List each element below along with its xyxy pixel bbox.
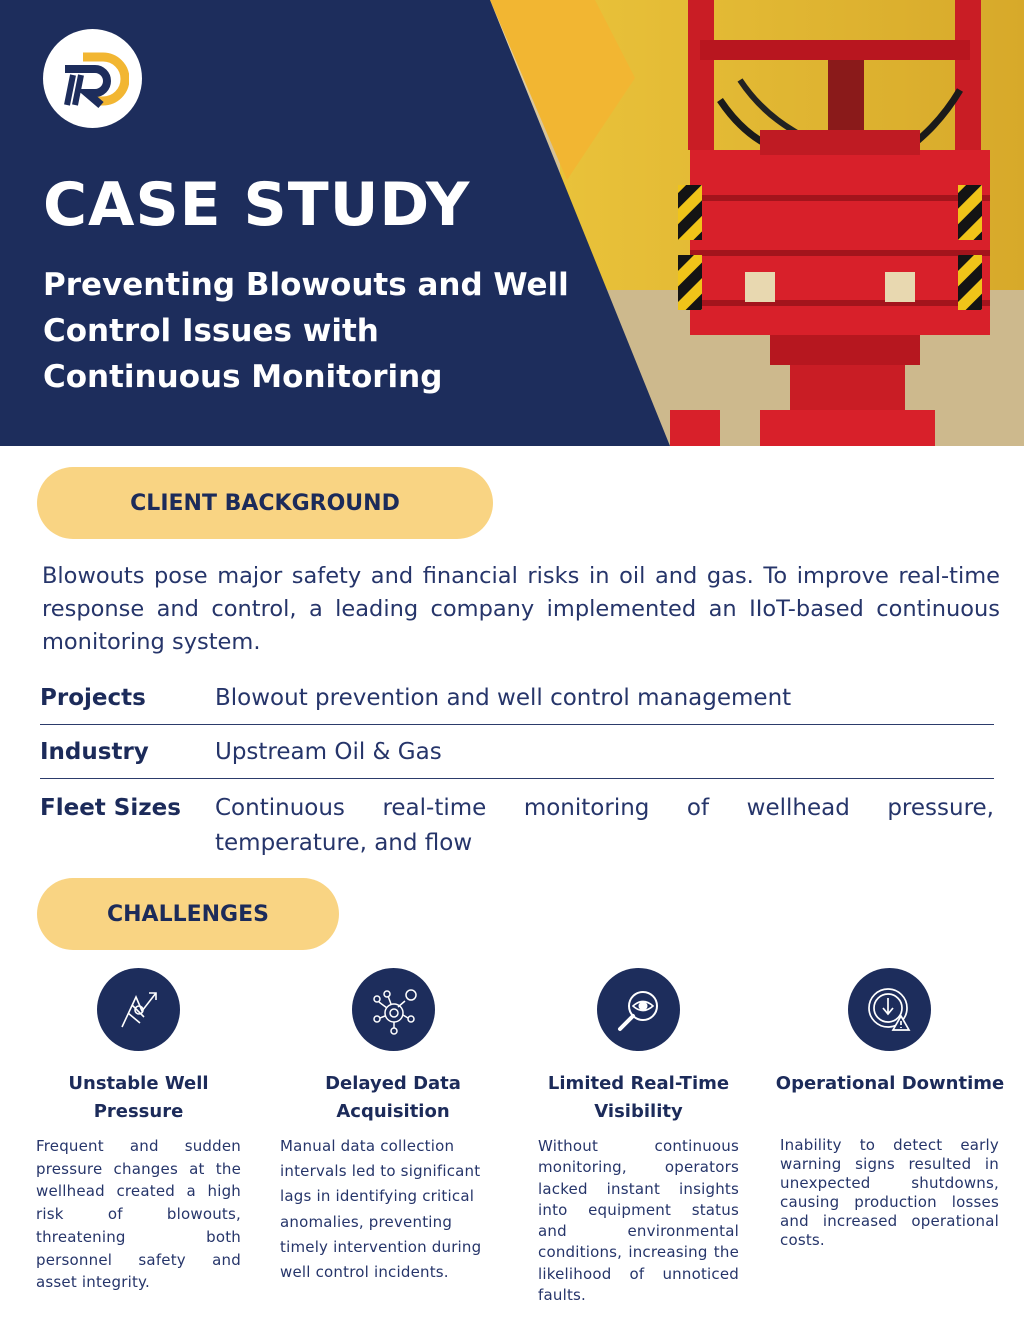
detail-value: Continuous real-time monitoring of wellh… [215, 795, 994, 856]
divider [40, 778, 994, 779]
company-logo-mark-icon [63, 52, 129, 108]
hero-banner: CASE STUDY Preventing Blowouts and Well … [0, 0, 1024, 446]
detail-row-fleet-sizes: Fleet Sizes Continuous real-time monitor… [40, 791, 994, 861]
detail-value: Blowout prevention and well control mana… [215, 685, 792, 711]
client-background-heading: CLIENT BACKGROUND [37, 467, 493, 539]
challenge-title: Operational Downtime [775, 1073, 1005, 1094]
challenge-text: Inability to detect early warning signs … [780, 1136, 999, 1249]
detail-label: Industry [40, 739, 149, 765]
detail-row-industry: Industry Upstream Oil & Gas [40, 735, 994, 770]
challenge-title: Unstable Well Pressure [68, 1073, 209, 1122]
challenge-title: Limited Real-Time Visibility [547, 1073, 730, 1122]
challenges-heading: CHALLENGES [37, 878, 339, 950]
page-subtitle: Preventing Blowouts and Well Control Iss… [43, 267, 569, 395]
challenge-text: Manual data collection intervals led to … [280, 1137, 482, 1282]
hero-navy-overlay [0, 0, 670, 446]
detail-label: Fleet Sizes [40, 795, 181, 821]
magnifier-eye-icon [597, 968, 680, 1051]
challenge-text: Without continuous monitoring, operators… [538, 1137, 739, 1305]
pressure-lightning-icon [97, 968, 180, 1051]
client-background-intro: Blowouts pose major safety and financial… [42, 563, 1000, 655]
detail-value: Upstream Oil & Gas [215, 739, 442, 765]
challenge-text: Frequent and sudden pressure changes at … [36, 1137, 241, 1292]
company-logo [43, 29, 142, 128]
detail-label: Projects [40, 685, 146, 711]
challenge-title: Delayed Data Acquisition [325, 1073, 461, 1122]
gauge-warning-icon [848, 968, 931, 1051]
detail-row-projects: Projects Blowout prevention and well con… [40, 681, 994, 716]
data-network-icon [352, 968, 435, 1051]
divider [40, 724, 994, 725]
page-title: CASE STUDY [43, 170, 471, 240]
